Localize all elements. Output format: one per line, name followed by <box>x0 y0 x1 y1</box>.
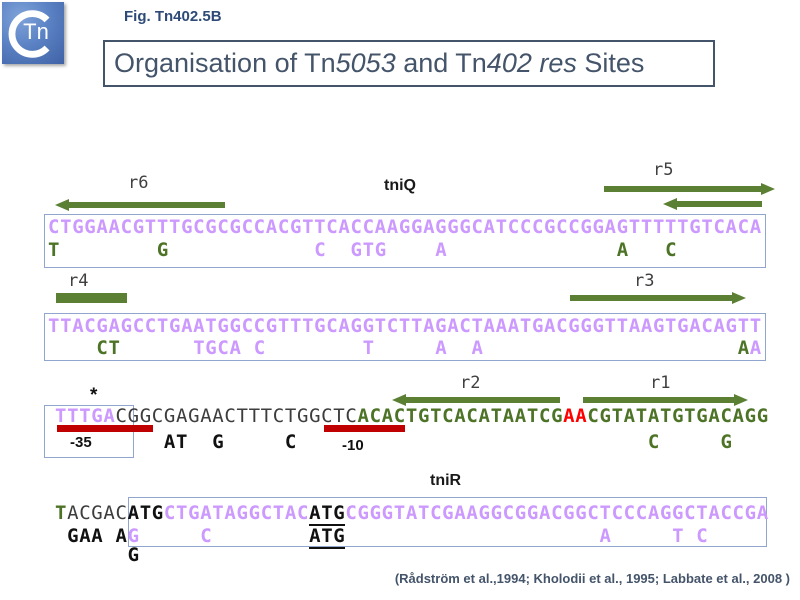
r1-arrow <box>583 394 748 406</box>
sequence-segment-red: AA <box>563 405 588 427</box>
citation-text: (Rådström et al.,1994; Kholodii et al., … <box>394 571 790 586</box>
arrow-head-icon <box>732 292 746 304</box>
sequence-segment-green: T <box>55 502 68 524</box>
r5-arrow-top <box>604 183 775 195</box>
title-box: Organisation of Tn5053 and Tn402 res Sit… <box>103 40 715 87</box>
r3-arrow <box>570 292 746 304</box>
tniR-region-sequence: TACGACATGCTGATAGGCTACATGCGGGTATCGAAGGCGG… <box>55 502 769 526</box>
r3-label: r3 <box>634 271 655 291</box>
tniR-region-substitution: G <box>127 525 140 547</box>
arrow-shaft <box>604 186 763 192</box>
sequence-segment-purple: TTACGAGCCTGAATGGCCGTTTGCAGGTCTTAGACTAAAT… <box>48 315 762 337</box>
promoter-region-sequence: TTTGACGGCGAGAACTTTCTGGCTCACACTGTCACATAAT… <box>55 406 769 427</box>
promoter-region-substitution: C <box>647 431 660 453</box>
arrow-head-icon <box>663 198 677 210</box>
r1-label: r1 <box>650 373 671 393</box>
r6-label: r6 <box>128 173 149 193</box>
figure-number-label: Fig. Tn402.5B <box>124 8 222 25</box>
tniQ-region-substitution: C <box>665 239 678 261</box>
title-part: Sites <box>576 48 645 78</box>
arrow-head-icon <box>734 394 748 406</box>
promoter-region-substitution: C <box>284 431 297 453</box>
tniR-region-substitution: GAA A <box>67 525 128 547</box>
title-part: and Tn <box>395 48 487 78</box>
sequence-segment-gray: CGGCGAGAACTTTCTGGCTC <box>115 405 358 427</box>
tniQ-region-box <box>44 214 766 268</box>
tniQ-region-substitution: G <box>156 239 169 261</box>
title-part: 5053 <box>335 48 396 78</box>
r4-r3-region-substitution: T <box>362 337 375 359</box>
tniR-region-substitution: ATG <box>309 525 346 549</box>
tniR-gene-label: tniR <box>430 472 462 489</box>
arrow-shaft <box>404 397 560 403</box>
r4-r3-region-sequence: TTACGAGCCTGAATGGCCGTTTGCAGGTCTTAGACTAAAT… <box>48 316 762 337</box>
r6-arrow <box>55 199 225 211</box>
sequence-segment-purple: CTGATAGGCTAC <box>163 502 310 524</box>
tniQ-region-substitution: T <box>48 239 61 261</box>
title-part: res <box>539 48 577 78</box>
arrow-shaft <box>570 295 734 301</box>
tniQ-region-substitution: A <box>616 239 629 261</box>
tniR-region-substitution: T <box>672 525 685 547</box>
title-part: Organisation of Tn <box>114 48 336 78</box>
tniR-region-substitution: C <box>200 525 213 547</box>
r4-r3-region-substitution: TGCA <box>193 337 242 359</box>
r4-r3-region-substitution: CT <box>96 337 121 359</box>
title-part: 402 <box>486 48 532 78</box>
r5-label: r5 <box>653 160 674 180</box>
tniR-region-substitution: G <box>127 544 140 566</box>
r4-r3-region-substitution: A <box>435 337 448 359</box>
arrow-head-icon <box>761 183 775 195</box>
r4-r3-region-box <box>44 313 766 361</box>
tniQ-region-substitution: C <box>314 239 327 261</box>
r4-r3-region-substitution: A <box>737 337 750 359</box>
tniR-region-box <box>128 497 767 547</box>
sequence-segment-dark: ATG <box>127 502 164 524</box>
r2-arrow <box>392 394 560 406</box>
minus35-label: -35 <box>70 434 92 451</box>
arrow-head-icon <box>55 199 69 211</box>
tniQ-region-substitution: GTG <box>350 239 387 261</box>
minus35-red-bar <box>57 425 153 432</box>
star-mark: * <box>90 385 98 406</box>
sequence-segment-green: CGTATATGTGACAGG <box>587 405 769 427</box>
sequence-segment-purple: CTGGAACGTTTGCGCGCCACGTTCACCAAGGAGGGCATCC… <box>48 216 762 238</box>
r5-arrow-bottom <box>663 198 762 210</box>
arrow-head-icon <box>392 394 406 406</box>
arrow-shaft <box>675 201 762 207</box>
tniR-region-substitution: C <box>696 525 709 547</box>
sequence-segment-purple: TTTGA <box>55 405 116 427</box>
promoter-region-substitution: G <box>720 431 733 453</box>
tn-registry-logo: Tn <box>2 2 64 64</box>
sequence-segment-gray: ACGAC <box>67 502 128 524</box>
page-title: Organisation of Tn5053 and Tn402 res Sit… <box>114 48 644 79</box>
sequence-segment-green: ACACTGTCACATAATCG <box>357 405 564 427</box>
logo-text: Tn <box>23 19 49 44</box>
tniQ-gene-label: tniQ <box>384 177 416 194</box>
logo-c-icon <box>8 10 50 58</box>
arrow-shaft <box>67 202 225 208</box>
tniR-region-substitution: A <box>599 525 612 547</box>
minus10-label: -10 <box>342 437 364 454</box>
tniQ-region-sequence: CTGGAACGTTTGCGCGCCACGTTCACCAAGGAGGGCATCC… <box>48 217 762 238</box>
promoter-region-substitution: G <box>212 431 225 453</box>
r4-label: r4 <box>68 271 89 291</box>
sequence-segment-dark: ATG <box>309 502 346 526</box>
promoter-region-substitution: AT <box>163 431 189 453</box>
r4-bar <box>56 293 127 303</box>
r4-r3-region-substitution: A <box>471 337 484 359</box>
minus10-red-bar <box>324 425 405 432</box>
r4-r3-region-substitution: A <box>749 337 762 359</box>
r2-label: r2 <box>460 373 481 393</box>
sequence-segment-purple: CGGGTATCGAAGGCGGACGGCTCCCAGGCTACCGA <box>345 502 769 524</box>
tniQ-region-substitution: A <box>435 239 448 261</box>
arrow-shaft <box>583 397 736 403</box>
r4-r3-region-substitution: C <box>253 337 266 359</box>
